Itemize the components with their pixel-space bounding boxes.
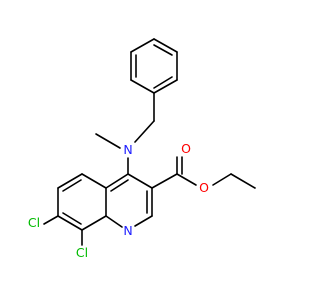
bond	[127, 173, 153, 189]
bond	[57, 173, 83, 189]
bond	[134, 120, 155, 143]
bond	[81, 173, 107, 189]
bond	[105, 173, 129, 189]
bond	[110, 179, 129, 192]
bond	[212, 173, 232, 186]
atom-labels: N O O N Cl Cl	[28, 141, 209, 260]
bond	[130, 38, 155, 53]
chlorine-7-label: Cl	[28, 215, 40, 230]
bond	[130, 79, 155, 94]
carbonyl-oxygen-label: O	[181, 141, 191, 156]
molecule-structure: N O O N Cl Cl	[28, 38, 256, 260]
bond	[62, 212, 82, 225]
bond	[153, 76, 173, 89]
bond	[153, 44, 173, 56]
bond	[176, 173, 197, 186]
bonds	[43, 38, 256, 246]
bond	[62, 179, 82, 192]
bond	[153, 79, 178, 94]
bond	[151, 173, 178, 189]
chlorine-8-label: Cl	[76, 245, 88, 260]
amine-nitrogen-label: N	[123, 142, 132, 157]
bond	[134, 215, 153, 227]
bond	[81, 215, 107, 231]
bond	[105, 215, 123, 228]
structure-canvas: N O O N Cl Cl	[28, 38, 256, 260]
bond	[230, 173, 256, 189]
bond	[153, 38, 178, 53]
ester-oxygen-label: O	[199, 180, 209, 195]
bond	[57, 215, 83, 231]
bond	[43, 215, 59, 225]
ring-nitrogen-label: N	[123, 223, 132, 238]
bond	[95, 133, 121, 149]
